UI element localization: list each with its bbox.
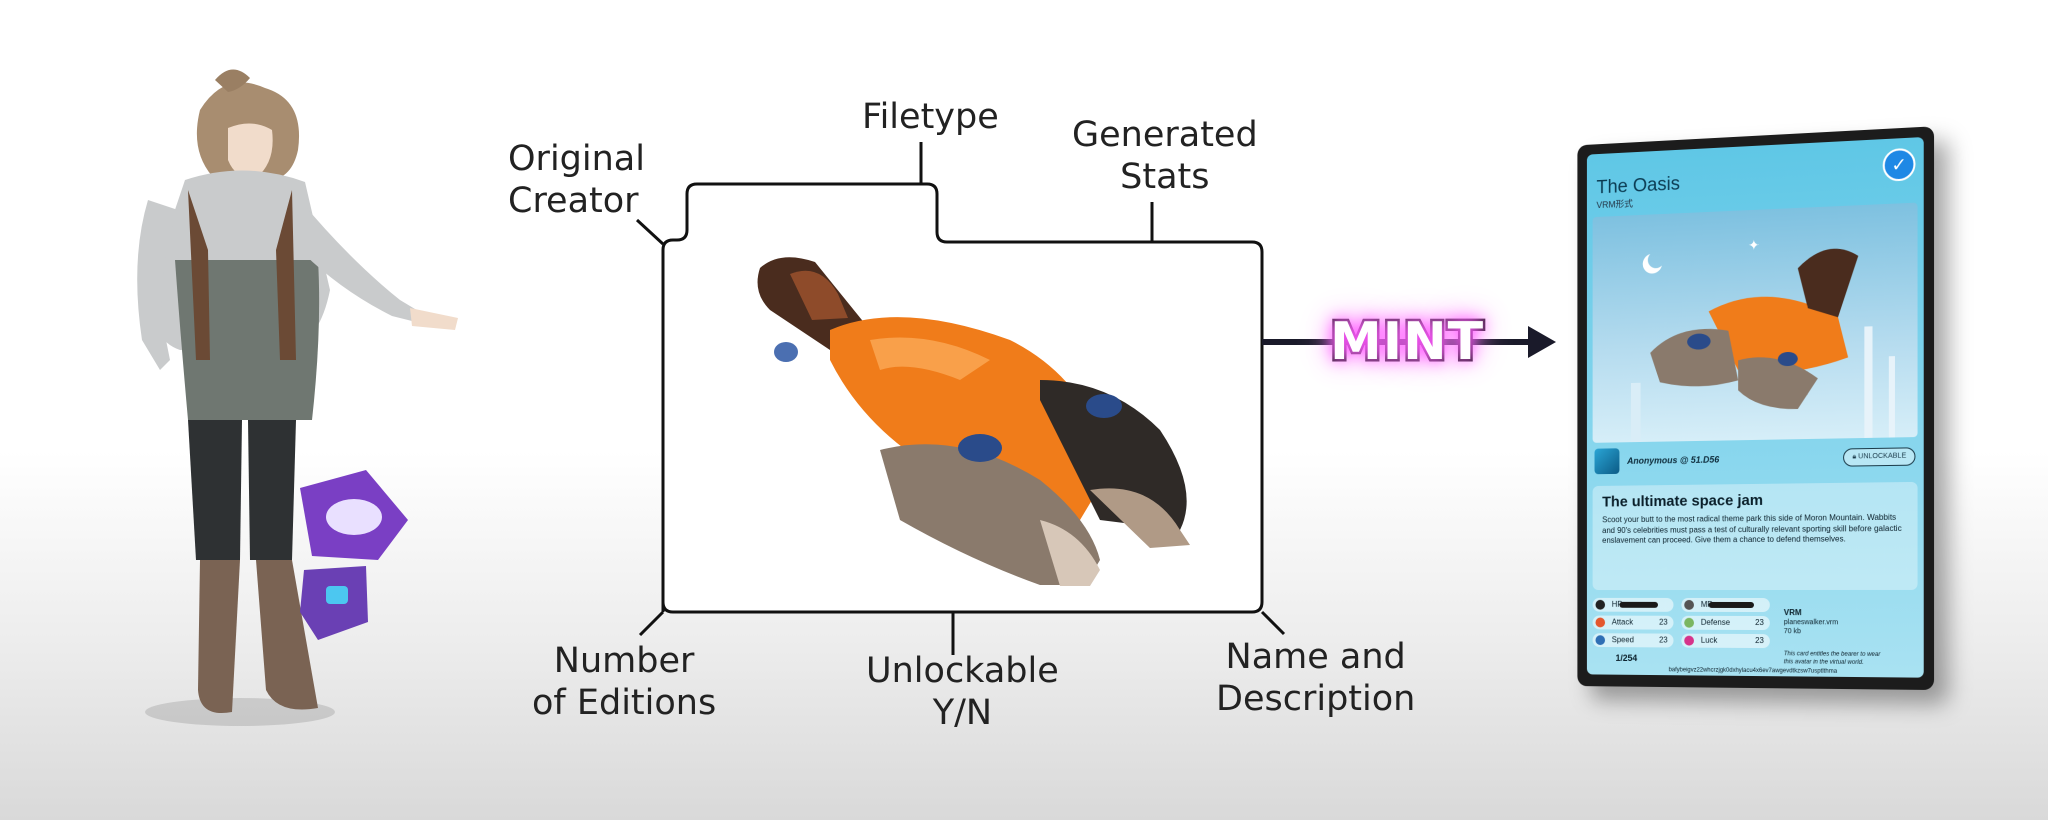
label-filetype: Filetype bbox=[862, 97, 999, 137]
creator-name: Anonymous @ 51.D56 bbox=[1627, 454, 1720, 466]
mint-action-label: MINT bbox=[1327, 310, 1485, 375]
nft-card-face: The Oasis VRM形式 ✓ ✦ Anonymous @ 51.D56 bbox=[1586, 137, 1924, 678]
card-description: Scoot your butt to the most radical them… bbox=[1602, 512, 1902, 545]
svg-text:✦: ✦ bbox=[1748, 238, 1760, 255]
vrm-title: VRM bbox=[1783, 608, 1802, 618]
leader-name-description bbox=[1260, 610, 1286, 636]
label-number-of-editions: Number of Editions bbox=[532, 641, 717, 723]
unlockable-badge: 🔒︎ UNLOCKABLE bbox=[1843, 447, 1916, 467]
hp-bar-fill bbox=[1619, 601, 1658, 608]
card-subtitle: VRM形式 bbox=[1596, 198, 1633, 211]
leader-original-creator bbox=[635, 218, 665, 246]
speed-icon bbox=[1595, 635, 1606, 646]
attack-icon bbox=[1595, 617, 1606, 628]
mint-arrow-head bbox=[1528, 326, 1556, 358]
card-artwork: ✦ bbox=[1592, 202, 1918, 443]
luck-icon bbox=[1684, 635, 1694, 646]
defense-icon bbox=[1684, 617, 1694, 628]
mp-icon bbox=[1684, 599, 1694, 610]
edition-count: 1/254 bbox=[1615, 653, 1638, 664]
card-name: The ultimate space jam bbox=[1602, 491, 1763, 511]
card-artwork-scene: ✦ bbox=[1630, 238, 1895, 443]
label-unlockable: Unlockable Y/N bbox=[866, 651, 1059, 733]
hover-vehicle-illustration bbox=[757, 257, 1190, 586]
label-generated-stats: Generated Stats bbox=[1072, 115, 1258, 197]
stat-hp: HP bbox=[1592, 597, 1674, 612]
mp-bar-fill bbox=[1708, 601, 1754, 609]
description-box: The ultimate space jam Scoot your butt t… bbox=[1592, 481, 1918, 591]
vrm-file: planeswalker.vrm 70 kb bbox=[1783, 619, 1839, 636]
check-icon: ✓ bbox=[1882, 147, 1916, 182]
label-name-and-description: Name and Description bbox=[1216, 637, 1416, 719]
label-original-creator: Original Creator bbox=[508, 139, 645, 221]
avatar-character-illustration bbox=[137, 69, 458, 726]
creator-avatar bbox=[1594, 448, 1620, 475]
heart-icon bbox=[1595, 599, 1606, 610]
card-title: The Oasis bbox=[1596, 173, 1680, 199]
leader-number-editions bbox=[638, 610, 665, 637]
nft-card: The Oasis VRM形式 ✓ ✦ Anonymous @ 51.D56 bbox=[1577, 126, 1935, 691]
creator-row: Anonymous @ 51.D56 🔒︎ UNLOCKABLE bbox=[1593, 443, 1918, 478]
stat-mp: MP bbox=[1681, 597, 1770, 613]
card-note: This card entitles the bearer to wear th… bbox=[1783, 651, 1881, 666]
